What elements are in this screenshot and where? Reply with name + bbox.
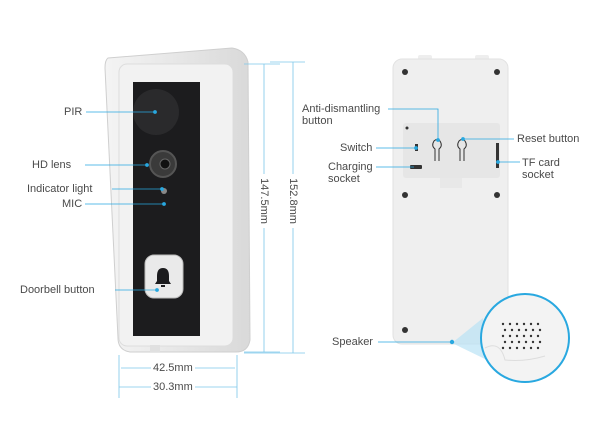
grille-hole — [508, 346, 512, 350]
grille-hole — [508, 322, 512, 326]
label-charging-socket: Charging socket — [328, 161, 373, 185]
grille-hole — [508, 334, 512, 338]
label-line: Anti-dismantling — [302, 103, 381, 115]
speaker-grille — [501, 322, 542, 350]
label-pir: PIR — [64, 106, 83, 118]
charging-socket — [410, 165, 422, 169]
label-line: TF card — [522, 157, 560, 169]
label-line: Charging — [328, 161, 373, 173]
back-device — [392, 55, 509, 345]
dim-inner-height: 147.5mm — [258, 174, 270, 228]
front-device — [104, 47, 251, 353]
grille-hole — [524, 328, 528, 332]
tf-card-slot — [496, 143, 499, 168]
grille-hole — [536, 322, 540, 326]
label-doorbell-button: Doorbell button — [20, 284, 95, 296]
grille-hole — [522, 334, 526, 338]
grille-hole — [503, 328, 507, 332]
speaker-magnifier — [452, 293, 570, 383]
dim-inner-width: 30.3mm — [151, 381, 195, 393]
label-line: button — [302, 115, 333, 127]
grille-hole — [529, 334, 533, 338]
grille-hole — [536, 346, 540, 350]
label-tf-card-socket: TF card socket — [522, 157, 560, 181]
label-line: socket — [328, 173, 360, 185]
front-callout-lines — [85, 110, 166, 292]
grille-hole — [524, 340, 528, 344]
label-indicator-light: Indicator light — [27, 183, 93, 195]
label-switch: Switch — [340, 142, 373, 154]
label-mic: MIC — [62, 198, 83, 210]
grille-hole — [522, 346, 526, 350]
grille-hole — [531, 340, 535, 344]
label-hd-lens: HD lens — [32, 159, 72, 171]
dim-outer-height: 152.8mm — [287, 174, 299, 228]
grille-hole — [536, 334, 540, 338]
grille-hole — [501, 334, 505, 338]
grille-hole — [517, 340, 521, 344]
grille-hole — [501, 346, 505, 350]
grille-hole — [503, 340, 507, 344]
dim-outer-width: 42.5mm — [151, 362, 195, 374]
back-callout-lines — [376, 108, 520, 345]
grille-hole — [529, 322, 533, 326]
grille-hole — [538, 328, 542, 332]
label-reset-button: Reset button — [517, 133, 580, 145]
label-speaker: Speaker — [332, 336, 373, 348]
grille-hole — [522, 322, 526, 326]
grille-hole — [515, 322, 519, 326]
grille-hole — [538, 340, 542, 344]
label-line: socket — [522, 169, 554, 181]
grille-hole — [501, 322, 505, 326]
grille-hole — [515, 346, 519, 350]
bell-icon — [155, 268, 171, 287]
grille-hole — [531, 328, 535, 332]
label-anti-dismantling: Anti-dismantling button — [302, 103, 380, 127]
grille-hole — [515, 334, 519, 338]
grille-hole — [510, 340, 514, 344]
grille-hole — [529, 346, 533, 350]
grille-hole — [517, 328, 521, 332]
grille-hole — [510, 328, 514, 332]
